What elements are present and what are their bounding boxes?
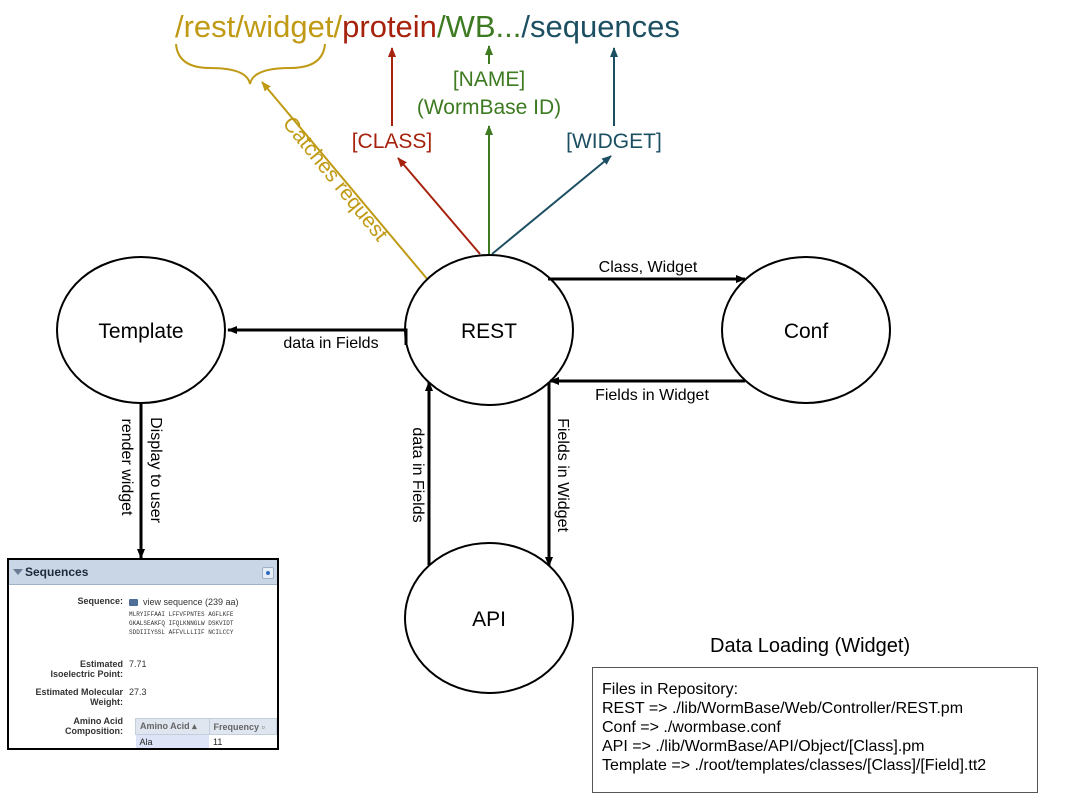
files-in-repository-box: Files in Repository: REST => ./lib/WormB…	[592, 667, 1038, 793]
amino-acid-cell: Ala	[135, 734, 210, 748]
url-widget: sequences	[530, 9, 680, 44]
view-sequence-link[interactable]: view sequence (239 aa)	[129, 596, 239, 608]
rest-node-label: REST	[461, 320, 517, 343]
rest-to-template-label: data in Fields	[283, 335, 378, 352]
view-sequence-text: view sequence (239 aa)	[143, 597, 239, 607]
widget-annotation: [WIDGET]	[566, 130, 662, 153]
frequency-column-header[interactable]: Frequency ▫	[208, 718, 277, 735]
class-annotation: [CLASS]	[352, 130, 433, 153]
conf-node-label: Conf	[784, 320, 829, 343]
frequency-cell: 11	[209, 734, 277, 748]
catches-request-arrow	[261, 81, 429, 281]
info-icon[interactable]	[262, 567, 274, 579]
rest-to-conf-label: Class, Widget	[599, 259, 698, 276]
widget-arrow-to-annotation	[491, 155, 612, 255]
conf-to-rest-label: Fields in Widget	[595, 387, 709, 404]
collapse-triangle-icon[interactable]	[13, 569, 23, 575]
sequences-widget: Sequences Sequence: view sequence (239 a…	[7, 558, 279, 750]
url-path: /rest/widget/protein/WB.../sequences	[175, 9, 680, 44]
table-row: Ala 11	[135, 734, 277, 748]
molecular-weight-value: 27.3	[129, 687, 147, 697]
sequence-line-3: SDDIIIYSSL AFFVLLLIIF NCILCCY	[129, 629, 234, 636]
name-annotation-line-2: (WormBase ID)	[417, 96, 561, 119]
sequence-label: Sequence:	[77, 596, 123, 606]
sequence-value: view sequence (239 aa) MLRYIFFAAI LFFVFP…	[129, 596, 239, 637]
class-arrow-to-annotation	[397, 157, 481, 255]
url-sep-2: /	[437, 9, 446, 44]
api-to-rest-label: data in Fields	[409, 427, 426, 522]
amino-acid-column-header[interactable]: Amino Acid ▴	[135, 718, 210, 735]
legend-title: Data Loading (Widget)	[710, 635, 911, 657]
url-sep-3: /	[521, 9, 530, 44]
render-widget-label: render widget	[118, 419, 135, 517]
files-line-template: Template => ./root/templates/classes/[Cl…	[602, 757, 987, 774]
sequence-line-1: MLRYIFFAAI LFFVFPNTES AGFLKFE	[129, 611, 234, 618]
api-node-label: API	[472, 608, 506, 631]
conf-node	[721, 256, 891, 404]
url-sep-1: /	[334, 9, 343, 44]
widget-title: Sequences	[25, 565, 89, 579]
sequence-view-icon	[129, 599, 138, 607]
rest-to-api-label: Fields in Widget	[554, 418, 571, 532]
files-line-api: API => ./lib/WormBase/API/Object/[Class]…	[602, 738, 925, 755]
url-class: protein	[342, 9, 437, 44]
files-line-rest: REST => ./lib/WormBase/Web/Controller/RE…	[602, 700, 964, 717]
widget-header[interactable]: Sequences	[9, 560, 277, 585]
files-line-heading: Files in Repository:	[602, 681, 739, 698]
amino-acid-table: Amino Acid ▴ Frequency ▫ Ala 11	[135, 718, 277, 748]
template-node	[56, 256, 226, 404]
rest-to-template-arrow	[227, 326, 408, 345]
template-node-label: Template	[98, 320, 183, 343]
sequence-line-2: GKALSEAKFQ IFQLKNNGLW DSKVIDT	[129, 620, 234, 627]
name-annotation-line-1: [NAME]	[453, 68, 525, 91]
url-name: WB...	[446, 9, 522, 44]
files-line-conf: Conf => ./wormbase.conf	[602, 719, 781, 736]
api-node	[404, 542, 574, 694]
url-prefix-brace	[175, 43, 326, 85]
url-prefix: /rest/widget	[175, 9, 334, 44]
isoelectric-value: 7.71	[129, 659, 147, 669]
display-to-user-label: Display to user	[147, 417, 164, 523]
